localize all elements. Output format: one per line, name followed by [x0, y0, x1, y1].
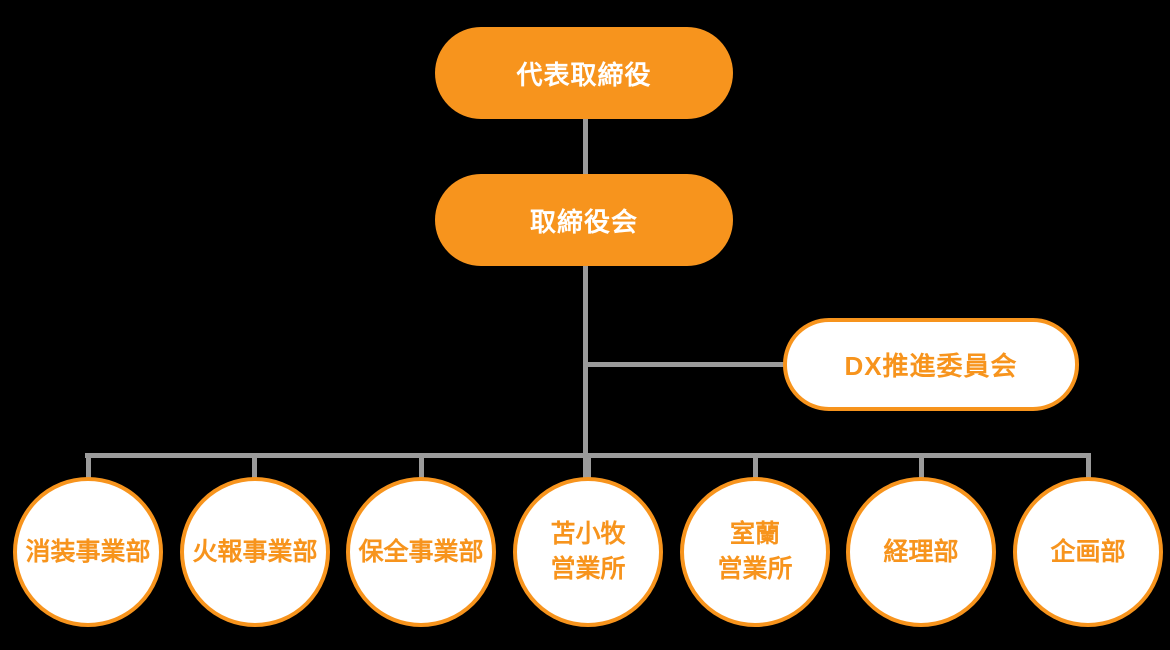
- node-label: 火報事業部: [192, 537, 318, 566]
- connector-board-to-committee: [583, 362, 789, 367]
- node-department-2: 火報事業部: [180, 477, 330, 627]
- node-dx-promotion-committee: DX推進委員会: [783, 318, 1079, 411]
- node-label: 消装事業部: [25, 537, 151, 566]
- connector-board-to-departments: [583, 265, 588, 481]
- connector-drop-1: [86, 453, 91, 481]
- node-label: DX推進委員会: [844, 351, 1018, 381]
- node-label: 経理部: [883, 537, 959, 566]
- connector-drop-3: [419, 453, 424, 481]
- node-department-6: 経理部: [846, 477, 996, 627]
- connector-drop-4: [586, 453, 591, 481]
- connector-drop-7: [1086, 453, 1091, 481]
- node-label: 保全事業部: [358, 537, 484, 566]
- connector-drop-6: [919, 453, 924, 481]
- node-label: 取締役会: [529, 206, 638, 237]
- node-label: 代表取締役: [516, 59, 652, 90]
- node-board-of-directors: 取締役会: [435, 174, 733, 266]
- connector-drop-2: [252, 453, 257, 481]
- node-department-4: 苫小牧 営業所: [513, 477, 663, 627]
- node-representative-director: 代表取締役: [435, 27, 733, 119]
- node-department-1: 消装事業部: [13, 477, 163, 627]
- connector-drop-5: [753, 453, 758, 481]
- node-label: 苫小牧 営業所: [550, 520, 626, 583]
- connector-root-to-board: [583, 118, 588, 176]
- node-department-3: 保全事業部: [346, 477, 496, 627]
- node-label: 企画部: [1050, 537, 1126, 566]
- node-department-5: 室蘭 営業所: [680, 477, 830, 627]
- node-label: 室蘭 営業所: [717, 520, 793, 583]
- node-department-7: 企画部: [1013, 477, 1163, 627]
